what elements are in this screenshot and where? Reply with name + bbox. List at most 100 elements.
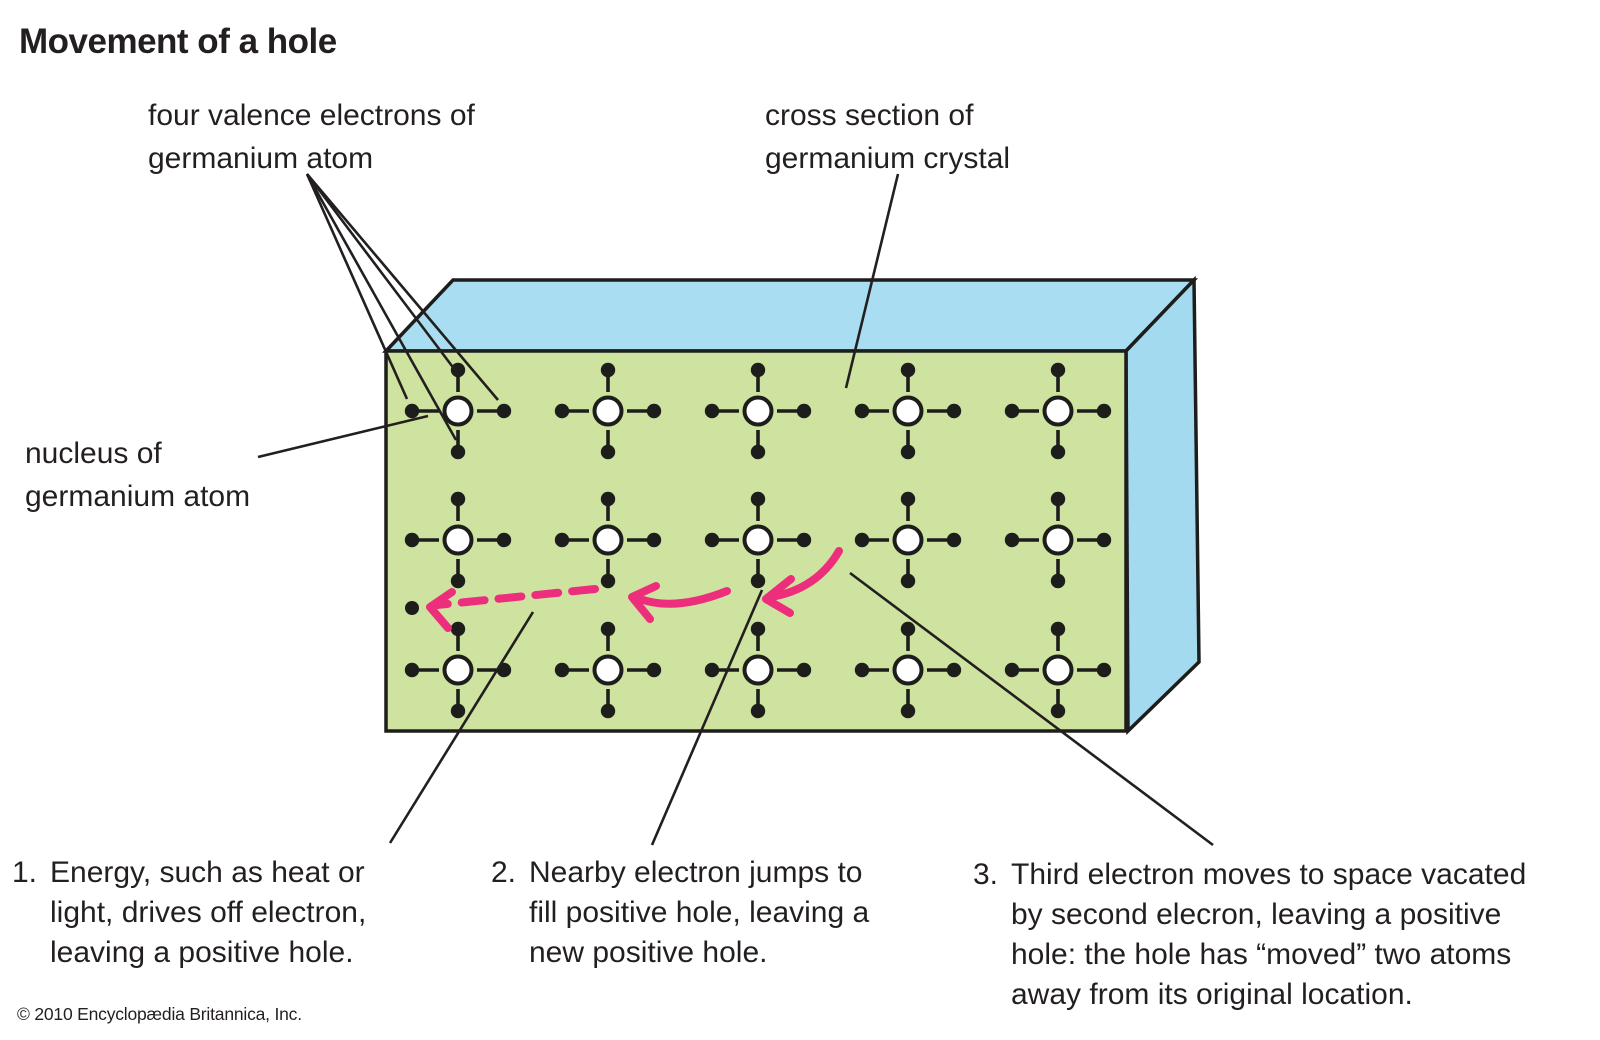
germanium-nucleus: [742, 654, 774, 686]
valence-electron-dot: [600, 573, 616, 589]
valence-electron-dot: [750, 444, 766, 460]
valence-electron-dot: [1050, 362, 1066, 378]
valence-electron-dot: [900, 491, 916, 507]
valence-electron-dot: [1050, 491, 1066, 507]
valence-electron-dot: [900, 621, 916, 637]
valence-electron-dot: [450, 621, 466, 637]
valence-electron-dot: [554, 403, 570, 419]
germanium-nucleus: [442, 395, 474, 427]
valence-electron-dot: [704, 662, 720, 678]
caption-2-text: Nearby electron jumps to fill positive h…: [529, 856, 870, 969]
germanium-atom: [1004, 491, 1112, 589]
nucleus-label: nucleus of germanium atom: [25, 437, 251, 513]
valence-electron-dot: [1004, 532, 1020, 548]
valence-electron-dot: [554, 532, 570, 548]
valence-electron-dot: [1050, 703, 1066, 719]
caption-1-number: 1.: [12, 856, 38, 889]
cross-section-leader-line: [844, 173, 900, 389]
germanium-nucleus: [742, 524, 774, 556]
valence-electron-dot: [900, 573, 916, 589]
germanium-atom: [554, 491, 662, 589]
valence-electron-dot: [1096, 532, 1112, 548]
germanium-nucleus: [892, 654, 924, 686]
germanium-atom: [1004, 362, 1112, 460]
valence-electron-dot: [796, 662, 812, 678]
germanium-nucleus: [1042, 524, 1074, 556]
valence-electron-dot: [1050, 444, 1066, 460]
germanium-nucleus: [442, 524, 474, 556]
germanium-crystal-block: [381, 275, 1201, 736]
germanium-atom: [1004, 621, 1112, 719]
valence-electron-dot: [946, 532, 962, 548]
valence-electron-dot: [900, 362, 916, 378]
leader-lines: [257, 173, 1214, 847]
valence-electron-dot: [600, 444, 616, 460]
valence-electron-dot: [750, 362, 766, 378]
germanium-nucleus: [592, 654, 624, 686]
valence-electron-dot: [404, 662, 420, 678]
germanium-nucleus: [592, 395, 624, 427]
valence-electron-dot: [646, 403, 662, 419]
valence-electron-dot: [496, 532, 512, 548]
germanium-atom: [854, 491, 962, 589]
valence-electron-dot: [1004, 662, 1020, 678]
copyright-notice: © 2010 Encyclopædia Britannica, Inc.: [17, 1004, 302, 1024]
valence-electron-dot: [750, 491, 766, 507]
germanium-nucleus: [442, 654, 474, 686]
valence-electron-dot: [750, 621, 766, 637]
electron-jump-arrow-3: [762, 547, 843, 617]
four-valence-leader-lines: [305, 173, 499, 441]
caption-2-number: 2.: [491, 856, 517, 889]
valence-electron-dot: [646, 532, 662, 548]
germanium-nucleus: [892, 395, 924, 427]
valence-electron-dot: [854, 662, 870, 678]
valence-electron-dot: [1050, 573, 1066, 589]
valence-electron-dot: [854, 403, 870, 419]
valence-electron-dot: [496, 403, 512, 419]
valence-electron-dot: [554, 662, 570, 678]
valence-electron-dot: [646, 662, 662, 678]
valence-electron-dot: [946, 662, 962, 678]
free-electron-dot: [405, 601, 419, 615]
caption-1-leader-line: [388, 611, 535, 844]
germanium-atom: [854, 362, 962, 460]
valence-electron-dot: [704, 403, 720, 419]
valence-electron-dot: [450, 444, 466, 460]
germanium-nucleus: [742, 395, 774, 427]
hole-movement-arrows: [426, 547, 843, 632]
four-valence-electrons-label: four valence electrons of germanium atom: [148, 99, 475, 175]
caption-2-leader-line: [650, 589, 764, 846]
caption-3-leader-line: [849, 571, 1214, 847]
valence-electron-dot: [1096, 403, 1112, 419]
electron-jump-arrow-2: [628, 582, 731, 623]
crystal-right-face: [1124, 275, 1201, 736]
cross-section-label: cross section of germanium crystal: [765, 99, 1011, 175]
valence-electron-dot: [450, 573, 466, 589]
caption-step-2: 2. Nearby electron jumps to fill positiv…: [491, 853, 869, 973]
valence-electron-dot: [1050, 621, 1066, 637]
atom-lattice: [404, 362, 1112, 719]
germanium-atom: [704, 491, 812, 589]
valence-electron-dot: [900, 444, 916, 460]
valence-electron-dot: [600, 621, 616, 637]
valence-electron-dot: [404, 403, 420, 419]
caption-1-text: Energy, such as heat or light, drives of…: [50, 856, 367, 969]
caption-step-3: 3. Third electron moves to space vacated…: [973, 855, 1526, 1015]
valence-electron-dot: [450, 703, 466, 719]
valence-electron-dot: [946, 403, 962, 419]
valence-electron-dot: [750, 703, 766, 719]
valence-electron-dot: [600, 491, 616, 507]
germanium-atom: [854, 621, 962, 719]
germanium-atom: [704, 362, 812, 460]
germanium-nucleus: [1042, 395, 1074, 427]
valence-electron-dot: [750, 573, 766, 589]
caption-3-text: Third electron moves to space vacated by…: [1011, 858, 1527, 1011]
valence-electron-dot: [704, 532, 720, 548]
valence-electron-dot: [796, 403, 812, 419]
germanium-nucleus: [592, 524, 624, 556]
valence-electron-dot: [796, 532, 812, 548]
valence-electron-dot: [1096, 662, 1112, 678]
valence-electron-dot: [600, 703, 616, 719]
diagram-title: Movement of a hole: [19, 22, 337, 61]
